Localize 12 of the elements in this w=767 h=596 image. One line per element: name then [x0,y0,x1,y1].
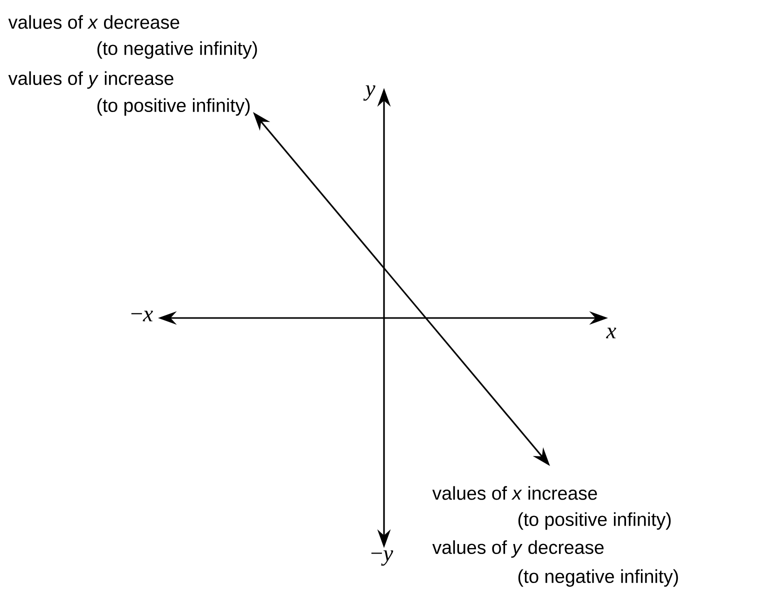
axis-label: x [606,328,616,338]
annotation-text: values of y increase [8,71,174,89]
axis-label: −y [371,550,394,566]
annotation-text: (to positive infinity) [518,512,671,530]
annotation-text: values of x increase [432,486,597,500]
annotation-text: values of x decrease [8,15,180,29]
annotation-text: values of y decrease [432,540,604,558]
axis-label: −x [131,310,153,322]
axis-label: y [363,85,376,101]
annotation-text: (to negative infinity) [518,569,678,587]
annotation-text: (to positive infinity) [97,98,250,116]
annotation-text: (to negative infinity) [97,41,257,59]
